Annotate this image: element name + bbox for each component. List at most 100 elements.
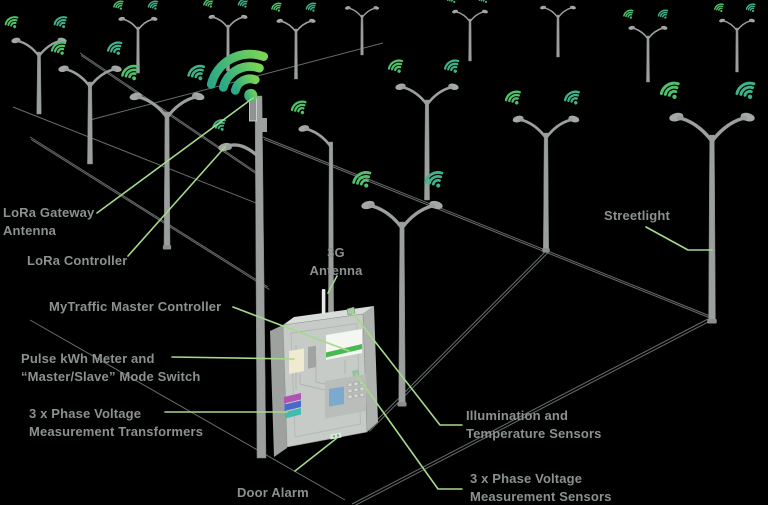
pole bbox=[136, 26, 140, 74]
wifi-arc bbox=[297, 106, 305, 113]
wifi-arc bbox=[237, 0, 249, 6]
streetlight bbox=[714, 3, 756, 73]
ground-wire bbox=[368, 252, 549, 432]
label-phase-voltage-sensors: 3 x Phase Voltage Measurement Sensors bbox=[470, 470, 612, 505]
ground-wires bbox=[12, 42, 712, 505]
keypad-button bbox=[347, 394, 353, 399]
lamp-arm bbox=[632, 27, 649, 40]
ground-wire bbox=[264, 138, 712, 319]
lamp-head bbox=[448, 83, 459, 90]
wifi-arc bbox=[482, 0, 488, 2]
wifi-arc bbox=[424, 171, 444, 184]
wifi-signal-icon bbox=[121, 64, 139, 81]
lamp-head bbox=[452, 9, 459, 14]
wifi-dot bbox=[573, 100, 578, 105]
lamp-head bbox=[568, 115, 580, 123]
streetlights bbox=[4, 0, 756, 407]
label-line: 3 x Phase Voltage bbox=[470, 471, 583, 486]
shape bbox=[373, 7, 377, 10]
wifi-dot bbox=[751, 9, 755, 12]
lamp-head bbox=[660, 25, 668, 30]
wifi-signal-icon bbox=[443, 59, 460, 73]
wifi-arc bbox=[275, 6, 281, 11]
lamp-arm bbox=[402, 86, 429, 107]
wifi-signal-icon bbox=[290, 100, 307, 115]
wifi-arc bbox=[230, 74, 260, 95]
wifi-arc bbox=[504, 90, 521, 102]
label-door-alarm: Door Alarm bbox=[237, 484, 309, 502]
wifi-arc bbox=[663, 85, 679, 96]
wifi-arc bbox=[187, 64, 206, 77]
wifi-signal-icon bbox=[447, 0, 457, 3]
wifi-arc bbox=[508, 93, 520, 103]
wifi-arc bbox=[428, 175, 443, 185]
wifi-arc bbox=[447, 62, 459, 71]
lamp-head bbox=[429, 200, 443, 210]
shape bbox=[368, 203, 375, 209]
lamp-head bbox=[129, 92, 143, 101]
lamp-arm bbox=[647, 27, 664, 40]
wifi-arc bbox=[124, 68, 138, 78]
streetlight bbox=[540, 5, 576, 58]
wifi-arc bbox=[10, 21, 17, 27]
lamp-head bbox=[748, 18, 755, 23]
wifi-arc bbox=[113, 47, 121, 54]
wifi-signal-icon bbox=[745, 3, 756, 12]
pulse-kwh-meter-module bbox=[289, 348, 304, 374]
wifi-signal-icon bbox=[305, 2, 317, 12]
lamp-head bbox=[118, 16, 126, 21]
lamp-arm bbox=[88, 68, 115, 89]
transformer-stripe-teal bbox=[285, 408, 301, 419]
lamp-arm bbox=[305, 127, 333, 149]
wifi-signal-icon bbox=[424, 171, 444, 188]
shape bbox=[569, 6, 573, 9]
lamp-arm bbox=[520, 118, 548, 140]
wifi-arc bbox=[393, 65, 402, 72]
label-pulse-kwh-meter: Pulse kWh Meter and “Master/Slave” Mode … bbox=[21, 350, 200, 385]
transformer-stripe-blue bbox=[284, 400, 301, 411]
wifi-arc bbox=[449, 0, 457, 2]
wifi-dot bbox=[453, 69, 457, 73]
wifi-arc bbox=[661, 13, 667, 18]
wifi-arc bbox=[56, 47, 65, 54]
keypad-button bbox=[353, 381, 359, 386]
wifi-signal-icon bbox=[203, 0, 214, 8]
lora-gateway-pole bbox=[206, 49, 269, 459]
pole bbox=[646, 35, 650, 83]
wifi-arc bbox=[290, 100, 307, 112]
wifi-arc bbox=[749, 7, 755, 11]
label-line: LoRa Gateway bbox=[3, 205, 95, 220]
pole-base bbox=[542, 248, 550, 253]
wifi-dot bbox=[132, 76, 137, 81]
lamp-head bbox=[740, 112, 755, 122]
ground-wire bbox=[367, 249, 548, 430]
label-line: Pulse kWh Meter and bbox=[21, 351, 155, 366]
streetlight bbox=[623, 9, 669, 83]
wifi-arc bbox=[203, 0, 214, 6]
shape bbox=[429, 203, 436, 209]
label-lora-controller: LoRa Controller bbox=[27, 252, 127, 270]
shape bbox=[347, 7, 351, 10]
ground-wire bbox=[29, 136, 269, 288]
lamp-head bbox=[669, 112, 684, 122]
wifi-arc bbox=[567, 93, 579, 103]
label-line: Temperature Sensors bbox=[466, 425, 602, 441]
shape bbox=[660, 27, 665, 30]
label-line: LoRa Controller bbox=[27, 253, 128, 268]
wifi-signal-icon bbox=[340, 0, 352, 2]
wifi-dot bbox=[154, 7, 157, 10]
wifi-signal-icon bbox=[387, 59, 404, 73]
shape bbox=[225, 145, 232, 151]
wifi-arc bbox=[147, 0, 159, 8]
transformer-stripe-magenta bbox=[284, 393, 301, 404]
lamp-head bbox=[540, 5, 547, 10]
wifi-arc bbox=[7, 18, 18, 26]
lamp-arm bbox=[295, 20, 312, 33]
lamp-head bbox=[111, 65, 122, 72]
wifi-dot bbox=[300, 110, 305, 115]
wifi-arc bbox=[190, 68, 204, 78]
wifi-arc bbox=[218, 62, 264, 92]
wifi-signal-icon bbox=[4, 16, 19, 29]
shape bbox=[191, 94, 198, 100]
lamp-head bbox=[344, 6, 351, 10]
